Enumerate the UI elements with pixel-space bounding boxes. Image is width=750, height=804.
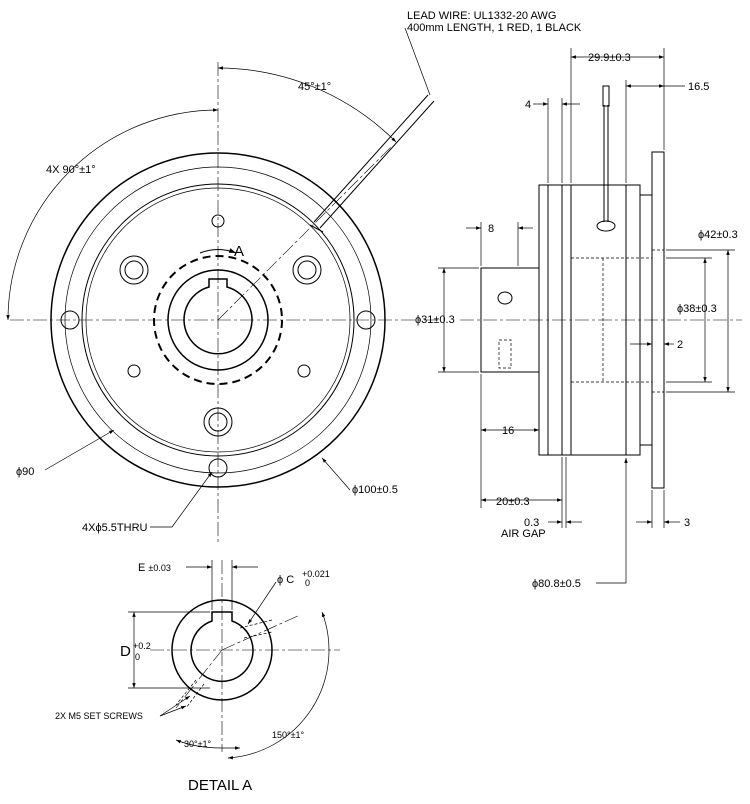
side-wire-tip	[602, 85, 610, 107]
c-tol-upper: +0.021	[302, 569, 330, 579]
setscrew-top	[497, 291, 513, 305]
dia-90-label: ϕ90	[16, 466, 34, 478]
dim-20-label: 20±0.3	[496, 496, 530, 508]
air-gap-label: AIR GAP	[501, 528, 546, 540]
bolt-circle	[64, 166, 372, 474]
bolt-right-inner	[297, 260, 317, 280]
dia-90-leader	[44, 429, 115, 471]
detail-a-marker: A	[234, 243, 244, 260]
detail-a-view	[150, 560, 340, 752]
diagonal-centerline	[217, 145, 393, 321]
detail-screw-2a	[175, 679, 197, 706]
lead-wire-label-2: 400mm LENGTH, 1 RED, 1 BLACK	[407, 22, 582, 34]
dim-80-leader	[596, 458, 628, 584]
dim-42-label: ϕ42±0.3	[698, 229, 738, 241]
detail-screw-axis	[175, 649, 223, 709]
front-view	[10, 27, 438, 545]
side-view-dimensions	[438, 48, 735, 584]
front-view-dimensions	[6, 66, 397, 528]
angle-45-label: 45°±1°	[298, 81, 331, 93]
inner-body-circle-2	[85, 187, 351, 453]
bolt-left-inner	[124, 260, 144, 280]
lead-wire-label-1: LEAD WIRE: UL1332-20 AWG	[407, 10, 556, 22]
hub-outer	[167, 269, 269, 371]
d-tol-lower: 0	[135, 652, 140, 662]
dim-3-label: 3	[684, 517, 690, 529]
dim-80-label: ϕ80.8±0.5	[532, 578, 581, 590]
angle-150-label: 150°±1°	[272, 730, 305, 740]
small-hole-lower-left	[127, 364, 141, 378]
lead-wire-leader	[404, 27, 431, 96]
dim-airgap-label: 0.3	[524, 517, 539, 529]
dim-4-label: 4	[525, 99, 531, 111]
dia-100-label: ϕ100±0.5	[352, 484, 398, 496]
d-tol-upper: +0.2	[133, 641, 151, 651]
dim-29-label: 29.9±0.3	[588, 52, 631, 64]
setscrew-leader-2	[159, 705, 187, 717]
side-body	[570, 184, 641, 456]
c-tol-lower: 0	[305, 578, 310, 588]
setscrew-bottom	[498, 339, 512, 369]
angle-30-arc	[175, 739, 223, 749]
dim-16-5-label: 16.5	[688, 81, 709, 93]
angle-30-label: 30°±1°	[184, 739, 212, 749]
angle-150-arc	[227, 611, 330, 760]
c-leader	[247, 581, 277, 625]
inner-body-circle	[81, 183, 355, 457]
c-label: ϕ C	[277, 574, 294, 586]
angle-90-arc	[6, 108, 219, 321]
dia-100-leader	[321, 457, 351, 491]
d-label: D	[120, 643, 131, 660]
side-view	[460, 85, 742, 489]
outer-flange-circle	[50, 152, 386, 488]
side-wire-grommet	[596, 220, 616, 232]
bolt-left-outer	[119, 255, 149, 285]
detail-a-title: DETAIL A	[188, 777, 252, 794]
e-label: E ±0.03	[138, 562, 171, 574]
dim-38-label: ϕ38±0.3	[677, 303, 717, 315]
angle-90-label: 4X 90°±1°	[46, 164, 96, 176]
bolt-bottom-outer	[203, 407, 233, 437]
dim-31-label: ϕ31±0.3	[415, 314, 455, 326]
detail-screw-axis-2	[221, 614, 301, 651]
lead-wire-b	[319, 100, 435, 229]
dim-16-label: 16	[502, 425, 514, 437]
detail-a-dashed-circle	[153, 255, 283, 385]
bolt-right-outer	[292, 255, 322, 285]
angle-45-arc	[217, 66, 397, 143]
setscrews-label: 2X M5 SET SCREWS	[55, 711, 143, 721]
lead-wire-strain	[309, 224, 324, 233]
mount-hole-bottom	[208, 458, 228, 478]
bolt-bottom-inner	[208, 412, 228, 432]
holes-leader	[150, 471, 213, 528]
small-hole-lower-right	[297, 364, 311, 378]
setscrew-leader-1	[159, 695, 191, 717]
dim-8-label: 8	[488, 223, 494, 235]
detail-a-dimensions	[128, 560, 330, 760]
detail-screw-1a	[239, 619, 273, 629]
holes-label: 4Xϕ5.5THRU	[82, 522, 148, 534]
dim-2-label: 2	[677, 339, 683, 351]
side-flange	[651, 151, 665, 489]
mount-hole-right	[356, 310, 376, 330]
lead-wire-a	[313, 94, 429, 223]
